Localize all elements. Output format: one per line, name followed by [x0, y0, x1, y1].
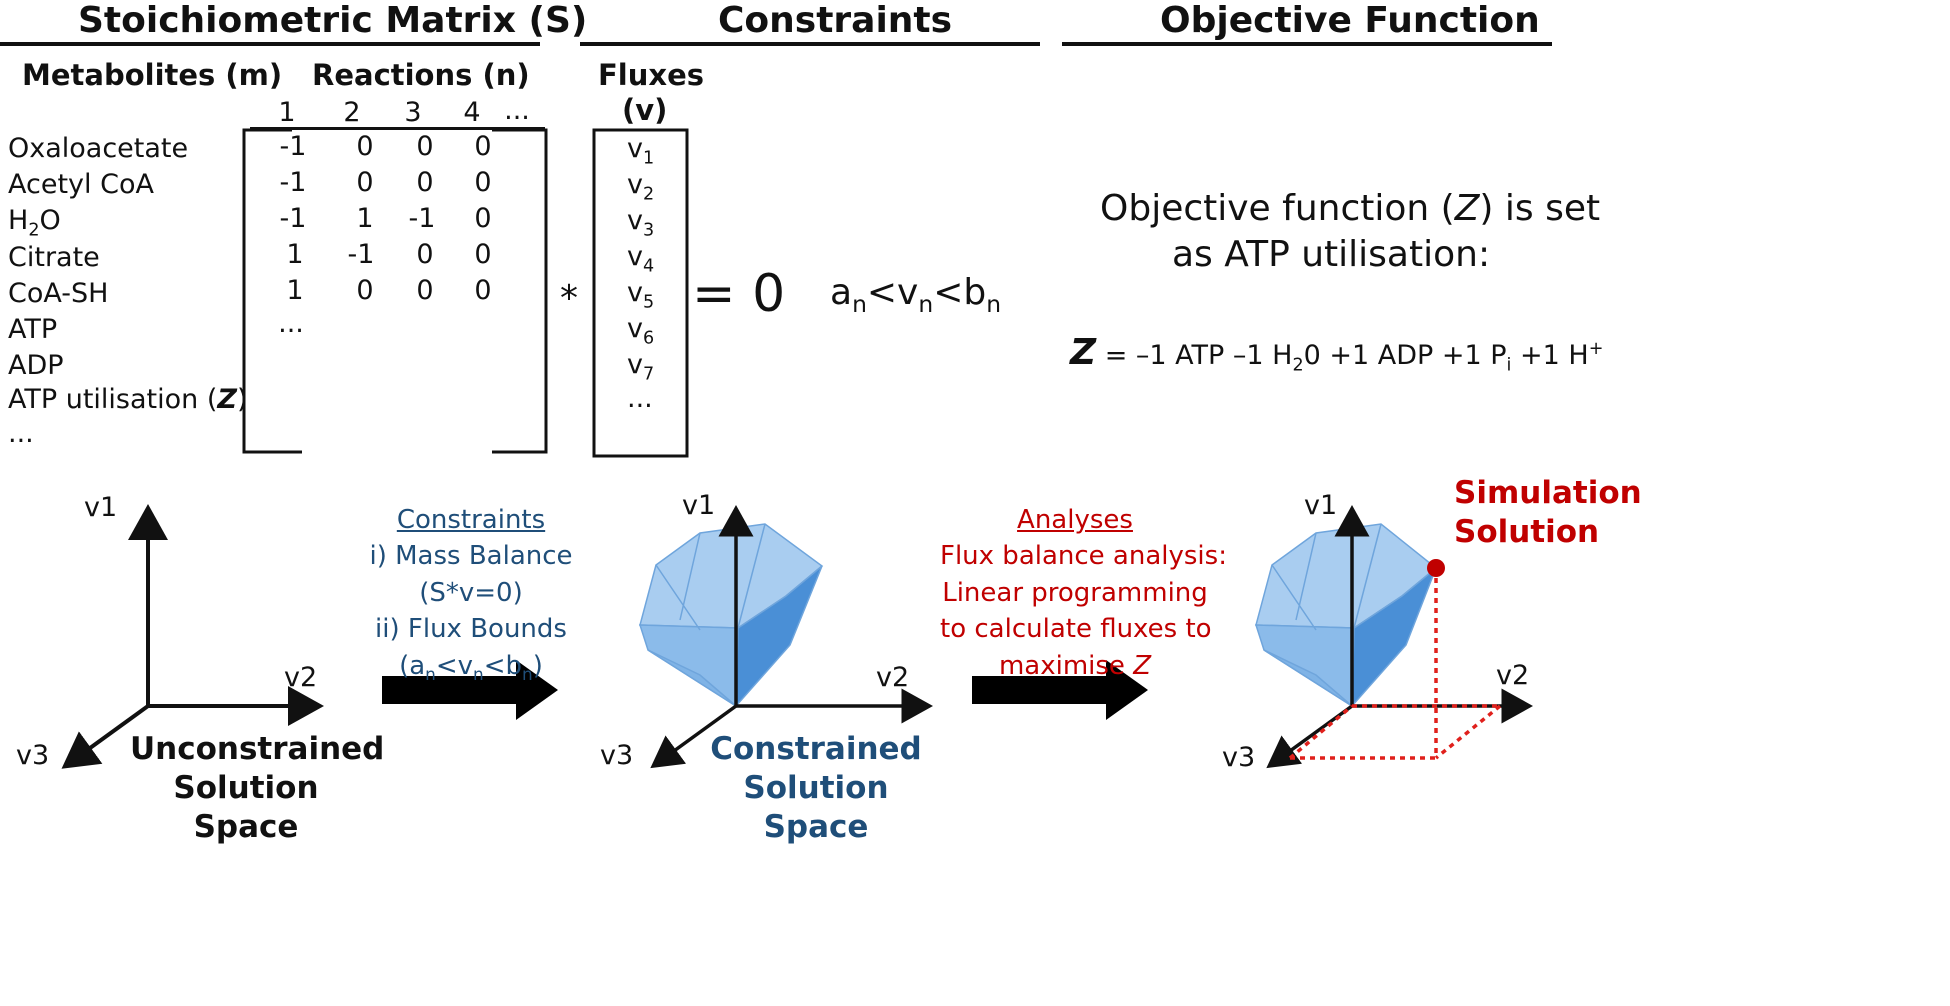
flux-entry: v3	[627, 205, 655, 241]
metabolite-name: Oxaloacetate	[8, 133, 189, 164]
matrix-cell: 0	[416, 275, 434, 306]
matrix-cell: 0	[356, 275, 374, 306]
axis-label-v3: v3	[1222, 742, 1256, 773]
matrix-cell: 0	[474, 131, 492, 162]
matrix-cell: 0	[474, 275, 492, 306]
axis-label-v2: v2	[1496, 660, 1530, 691]
matrix-cell: 1	[286, 239, 304, 270]
flux-entry: v1	[627, 133, 655, 169]
unconstrained-axes	[61, 504, 324, 769]
matrix-cell: 0	[474, 203, 492, 234]
constrained-axes	[650, 505, 933, 769]
matrix-cell: 1	[356, 203, 374, 234]
constraints-description: Constraints i) Mass Balance (S*v=0) ii) …	[369, 505, 573, 684]
axis-label-v1: v1	[682, 490, 716, 521]
flux-entry: v5	[627, 277, 655, 313]
unconstrained-caption: Unconstrained Solution Space	[130, 731, 385, 845]
metabolite-name: ATP	[8, 314, 58, 345]
matrix-cell: 0	[474, 167, 492, 198]
objective-header-rule	[1062, 42, 1552, 46]
multiply-symbol: *	[560, 278, 578, 319]
flux-entry: v6	[627, 313, 655, 349]
solution-projection-lines	[1288, 568, 1502, 760]
reactions-label: Reactions (n)	[312, 58, 530, 92]
simulation-polytope	[1254, 523, 1438, 709]
axis-label-v3: v3	[16, 740, 50, 771]
axis-label-v1: v1	[1304, 490, 1338, 521]
matrix-cell: 0	[416, 239, 434, 270]
constrained-caption: Constrained Solution Space	[710, 731, 922, 845]
stoichiometric-matrix-header: Stoichiometric Matrix (S)	[78, 0, 588, 41]
constraints-header-rule	[580, 42, 1040, 46]
constraints-header: Constraints	[718, 0, 953, 41]
matrix-cell-ellipsis: ...	[278, 308, 304, 339]
matrix-cell: 0	[474, 239, 492, 270]
flux-entry-ellipsis: ...	[627, 383, 653, 414]
fluxes-symbol: (v)	[622, 93, 668, 127]
flux-entry: v7	[627, 349, 655, 385]
axis-label-v1: v1	[84, 492, 118, 523]
flux-entry: v4	[627, 241, 655, 277]
fluxes-label: Fluxes	[598, 58, 705, 92]
metabolite-name: CoA-SH	[8, 278, 109, 309]
column-number: 2	[343, 97, 361, 128]
constrained-polytope	[638, 523, 824, 709]
matrix-cell: 0	[356, 131, 374, 162]
metabolite-ellipsis: ...	[8, 418, 34, 449]
metabolite-name: H2O	[8, 205, 61, 241]
metabolite-name: ATP utilisation (Z)	[8, 384, 248, 415]
objective-description-line2: as ATP utilisation:	[1172, 234, 1491, 275]
solution-point	[1427, 559, 1445, 577]
matrix-cell: 0	[416, 167, 434, 198]
column-ellipsis: ...	[504, 95, 530, 126]
matrix-cell: -1	[408, 203, 436, 234]
flux-bound-expression: an<vn<bn	[830, 272, 1002, 319]
column-number: 1	[278, 97, 296, 128]
process-arrow-2	[972, 660, 1148, 720]
objective-description-line1: Objective function (Z) is set	[1100, 188, 1601, 229]
metabolite-name: Acetyl CoA	[8, 169, 154, 200]
simulation-solution-caption: Simulation Solution	[1454, 475, 1642, 550]
axis-label-v2: v2	[284, 662, 318, 693]
objective-equation: Z = –1 ATP –1 H20 +1 ADP +1 Pi +1 H+	[1070, 332, 1604, 376]
equals-zero: = 0	[692, 264, 786, 324]
analyses-description: Analyses Flux balance analysis: Linear p…	[940, 505, 1227, 681]
process-arrow-1	[382, 660, 558, 720]
stoich-header-rule	[0, 42, 540, 46]
matrix-cell: 1	[286, 275, 304, 306]
matrix-cell: -1	[279, 203, 307, 234]
metabolite-name: ADP	[8, 350, 64, 381]
metabolites-label: Metabolites (m)	[22, 58, 283, 92]
column-number: 4	[463, 97, 481, 128]
matrix-cell: 0	[416, 131, 434, 162]
axis-label-v2: v2	[876, 662, 910, 693]
matrix-cell: -1	[279, 167, 307, 198]
axis-label-v3: v3	[600, 740, 634, 771]
metabolite-name: Citrate	[8, 242, 100, 273]
objective-function-header: Objective Function	[1160, 0, 1540, 41]
matrix-cell: -1	[347, 239, 375, 270]
matrix-cell: -1	[279, 131, 307, 162]
v3-axis	[61, 704, 150, 769]
flux-entry: v2	[627, 169, 655, 205]
matrix-cell: 0	[356, 167, 374, 198]
column-number-underline	[250, 127, 545, 130]
column-number: 3	[404, 97, 422, 128]
